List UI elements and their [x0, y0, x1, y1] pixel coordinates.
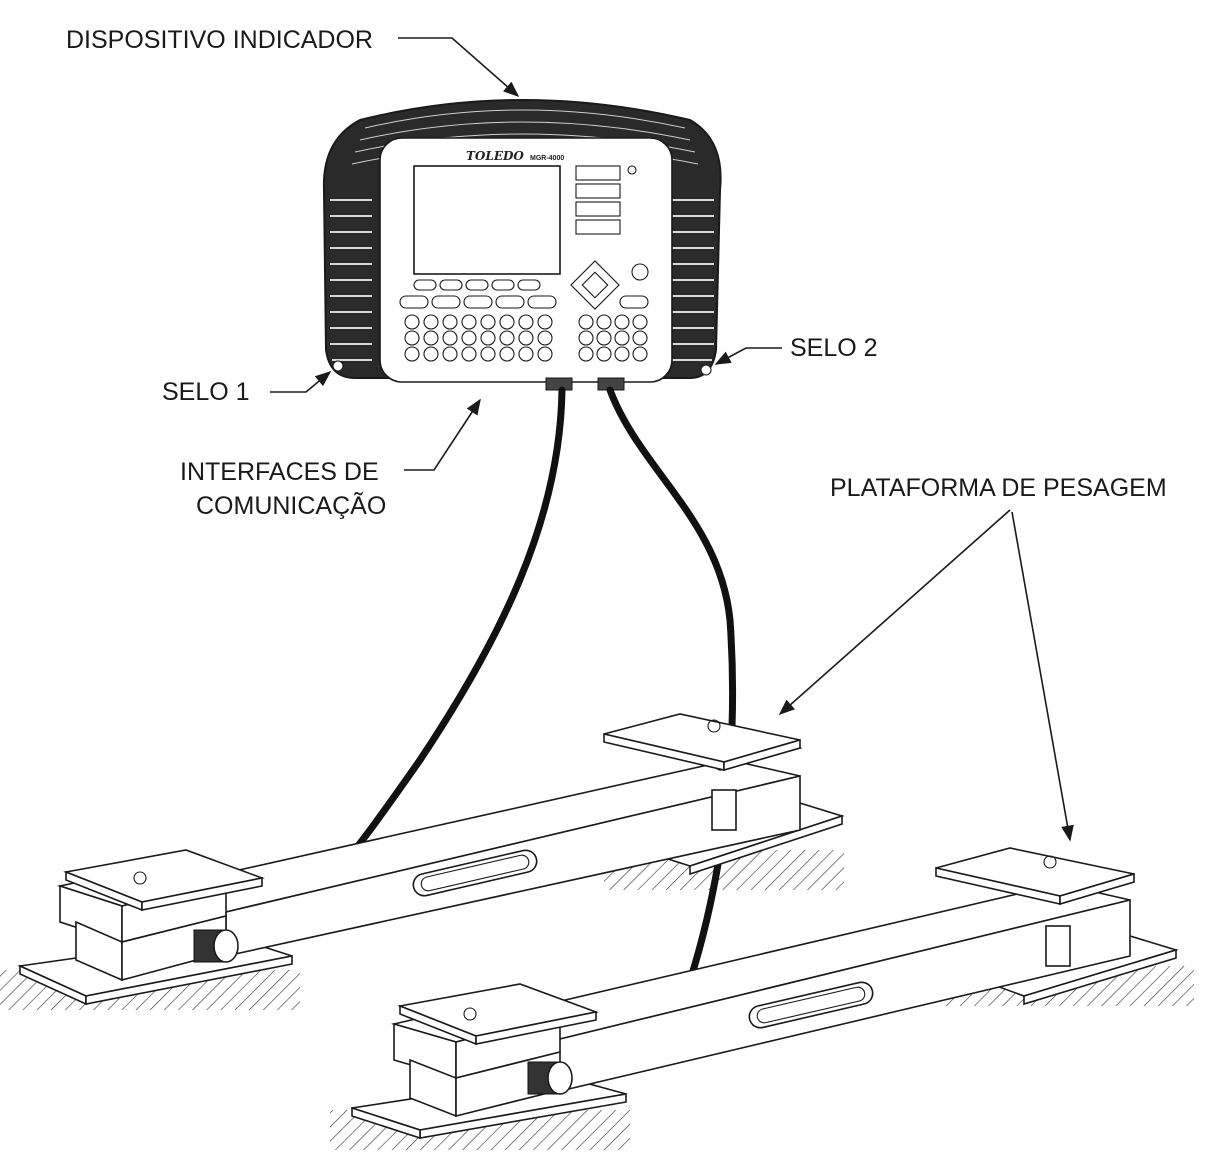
keypad-key[interactable] — [404, 330, 420, 346]
label-seal-2: SELO 2 — [714, 334, 878, 365]
seal-1-screw — [332, 360, 344, 372]
numeric-key[interactable] — [578, 346, 594, 362]
numeric-key[interactable] — [578, 314, 594, 330]
weighing-platform-2 — [330, 847, 1194, 1150]
keypad-key[interactable] — [537, 346, 553, 362]
label-indicator: DISPOSITIVO INDICADOR — [66, 26, 520, 98]
label-interfaces-line1: INTERFACES DE — [180, 458, 379, 486]
keypad-key[interactable] — [499, 330, 515, 346]
keypad-key[interactable] — [480, 330, 496, 346]
numeric-key[interactable] — [614, 330, 630, 346]
keypad-key[interactable] — [537, 314, 553, 330]
keypad-key[interactable] — [461, 346, 477, 362]
numeric-key[interactable] — [632, 346, 648, 362]
keypad-key[interactable] — [423, 330, 439, 346]
keypad-key[interactable] — [461, 314, 477, 330]
keypad-key[interactable] — [404, 314, 420, 330]
numeric-key[interactable] — [596, 330, 612, 346]
keypad-key[interactable] — [442, 330, 458, 346]
label-platform-text: PLATAFORMA DE PESAGEM — [830, 474, 1167, 502]
softkey-4[interactable] — [575, 219, 621, 235]
brand-logo: TOLEDO — [466, 149, 524, 163]
keypad-key[interactable] — [480, 314, 496, 330]
seal-2-screw — [700, 364, 712, 376]
keypad-key[interactable] — [518, 330, 534, 346]
keypad-key[interactable] — [404, 346, 420, 362]
keypad-key[interactable] — [442, 314, 458, 330]
numeric-key[interactable] — [632, 330, 648, 346]
keypad-key[interactable] — [537, 330, 553, 346]
numeric-key[interactable] — [596, 346, 612, 362]
keypad-key[interactable] — [461, 330, 477, 346]
numeric-key[interactable] — [632, 314, 648, 330]
function-keys — [399, 279, 649, 309]
model-name: MGR-4000 — [530, 155, 564, 162]
softkey-1[interactable] — [575, 165, 621, 181]
label-seal-1-text: SELO 1 — [162, 378, 250, 406]
keypad-key[interactable] — [518, 346, 534, 362]
keypad-key[interactable] — [423, 346, 439, 362]
side-ribs-right — [672, 199, 714, 361]
keypad-key[interactable] — [518, 314, 534, 330]
keypad-key[interactable] — [442, 346, 458, 362]
numeric-key[interactable] — [596, 314, 612, 330]
label-interfaces-line2: COMUNICAÇÃO — [196, 491, 386, 520]
label-platform: PLATAFORMA DE PESAGEM — [778, 474, 1167, 842]
side-ribs-left — [330, 199, 372, 361]
softkey-2[interactable] — [575, 183, 621, 199]
indicator-device: TOLEDO MGR-4000 — [322, 99, 722, 391]
keypad-key[interactable] — [480, 346, 496, 362]
numeric-key[interactable] — [614, 314, 630, 330]
alphanumeric-keypad — [404, 314, 648, 362]
status-led — [627, 165, 637, 175]
navigation-pad[interactable] — [570, 260, 620, 310]
softkey-3[interactable] — [575, 201, 621, 217]
label-interfaces: INTERFACES DE COMUNICAÇÃO — [180, 398, 481, 520]
keypad-key[interactable] — [499, 346, 515, 362]
label-indicator-text: DISPOSITIVO INDICADOR — [66, 26, 373, 54]
label-seal-2-text: SELO 2 — [790, 334, 878, 362]
display-screen — [413, 165, 561, 275]
label-seal-1: SELO 1 — [162, 370, 332, 406]
keypad-key[interactable] — [499, 314, 515, 330]
power-button[interactable] — [631, 263, 649, 281]
numeric-key[interactable] — [614, 346, 630, 362]
keypad-key[interactable] — [423, 314, 439, 330]
numeric-key[interactable] — [578, 330, 594, 346]
weighing-platform-1 — [0, 713, 845, 1010]
